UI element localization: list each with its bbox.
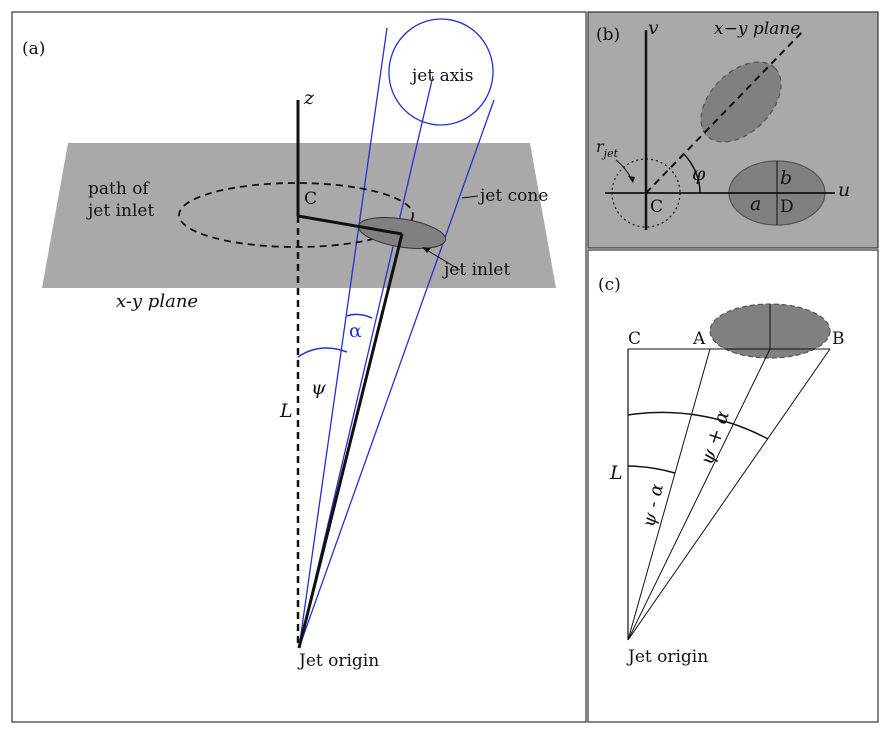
ray-to-b: [627, 348, 831, 641]
jet-inlet-arrowhead: [422, 247, 431, 253]
r-jet-label: rjet: [596, 137, 619, 160]
r-jet-arrowhead: [628, 176, 635, 183]
panel-a: (a) z C path of jet inlet: [11, 11, 587, 723]
point-a-label: A: [692, 329, 706, 349]
jet-direction-line: [297, 233, 404, 649]
length-label: L: [279, 400, 293, 422]
alpha-arc: [346, 313, 373, 319]
point-d-label: D: [780, 197, 794, 217]
phi-direction-line: [645, 29, 805, 194]
point-c-label: C: [304, 189, 317, 209]
path-label-line1: path of: [88, 179, 150, 199]
r-jet-main: r: [596, 137, 605, 156]
panel-a-label: (a): [22, 39, 45, 59]
phi-arc: [683, 153, 701, 194]
ray-to-a: [627, 348, 711, 641]
ray-to-center: [627, 348, 771, 641]
jet-inlet-label: jet inlet: [442, 260, 510, 280]
psi-minus-alpha-arc: [627, 465, 676, 474]
jet-cone-leader: [461, 195, 479, 199]
jet-cone-label: jet cone: [478, 186, 548, 206]
length-label-c: L: [609, 462, 623, 484]
path-label-line2: jet inlet: [86, 201, 154, 221]
point-c-label-c: C: [628, 329, 641, 349]
jet-cone-edge-right: [298, 99, 495, 649]
v-axis-label: v: [648, 17, 659, 39]
jet-origin-label-c: Jet origin: [626, 647, 708, 667]
panel-c: (c) C A B ψ + α ψ - α L Jet origin: [587, 249, 879, 723]
jet-inlet-leader: [424, 248, 461, 271]
radius-line: [297, 214, 403, 236]
u-axis-label: u: [838, 179, 850, 201]
psi-plus-alpha-arc: [627, 411, 769, 440]
path-of-jet-inlet: [178, 182, 414, 248]
semi-b-label: b: [780, 167, 792, 189]
jet-origin-label: Jet origin: [297, 651, 379, 671]
psi-arc: [297, 347, 348, 358]
projected-inlet-ellipse: [700, 61, 782, 143]
panel-c-label: (c): [598, 275, 621, 295]
point-c-label-b: C: [650, 197, 663, 217]
psi-label: ψ: [311, 377, 327, 399]
jet-cone-top-ellipse: [388, 18, 494, 126]
xy-plane-label-b: x−y plane: [714, 19, 800, 39]
semi-a-label: a: [750, 193, 761, 215]
jet-axis-label: jet axis: [410, 66, 473, 86]
point-b-label: B: [832, 329, 845, 349]
r-jet-sub: jet: [601, 147, 619, 160]
z-axis-label: z: [303, 87, 315, 109]
jet-cone-edge-left: [298, 27, 388, 649]
phi-label: φ: [692, 163, 706, 185]
panel-b: (b) v x−y plane rjet φ b a D u C: [587, 11, 879, 249]
panel-b-label: (b): [596, 25, 620, 45]
alpha-label: α: [349, 320, 362, 342]
xy-plane-label: x-y plane: [116, 291, 198, 312]
